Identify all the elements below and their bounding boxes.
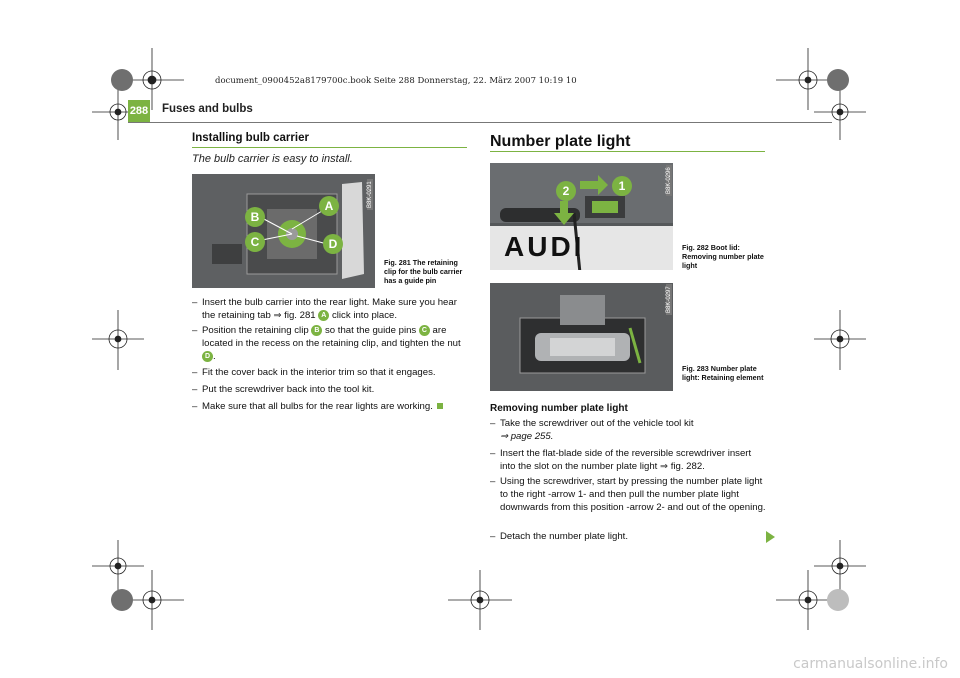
- section-rule-right: [490, 151, 765, 152]
- figure-283-caption: Fig. 283 Number plate light: Retaining e…: [682, 364, 764, 382]
- section-rule: [192, 147, 467, 148]
- figure-code: B8K-0291: [367, 179, 373, 210]
- ref-badge-b: B: [311, 324, 323, 336]
- subheading: Removing number plate light: [490, 403, 628, 414]
- section-heading-right: Number plate light: [490, 133, 631, 150]
- label-c: C: [245, 232, 265, 252]
- end-marker-icon: [436, 403, 443, 410]
- file-info-line: document_0900452a8179700c.book Seite 288…: [215, 76, 577, 86]
- label-d: D: [323, 234, 343, 254]
- figure-282-caption: Fig. 282 Boot lid: Removing number plate…: [682, 243, 764, 270]
- continue-arrow-icon: [766, 531, 775, 543]
- label-b: B: [245, 207, 265, 227]
- bulb-carrier-illustration: [192, 174, 375, 288]
- header-rule: [128, 122, 832, 123]
- watermark: carmanualsonline.info: [793, 656, 948, 672]
- arrow-label-2: 2: [556, 181, 576, 201]
- figure-caption: Fig. 281 The retaining clip for the bulb…: [384, 258, 463, 285]
- figure-281: A B C D: [192, 174, 375, 288]
- page-number: 288: [128, 100, 150, 122]
- section-subtitle: The bulb carrier is easy to install.: [192, 153, 353, 165]
- figure-282: AUDI 1 2: [490, 163, 673, 270]
- header-title: Fuses and bulbs: [162, 103, 253, 115]
- ref-badge-a: A: [318, 309, 330, 321]
- figure-282-code: B8K-0296: [666, 165, 672, 196]
- plate-text: AUDI: [504, 231, 585, 262]
- section-heading: Installing bulb carrier: [192, 132, 309, 144]
- figure-283-code: B8K-0297: [666, 284, 672, 315]
- ref-badge-c: C: [418, 324, 430, 336]
- label-a: A: [319, 196, 339, 216]
- number-plate-illustration: [490, 163, 673, 270]
- retaining-element-illustration: [490, 283, 673, 391]
- arrow-label-1: 1: [612, 176, 632, 196]
- ref-badge-d: D: [202, 350, 213, 362]
- figure-283: [490, 283, 673, 391]
